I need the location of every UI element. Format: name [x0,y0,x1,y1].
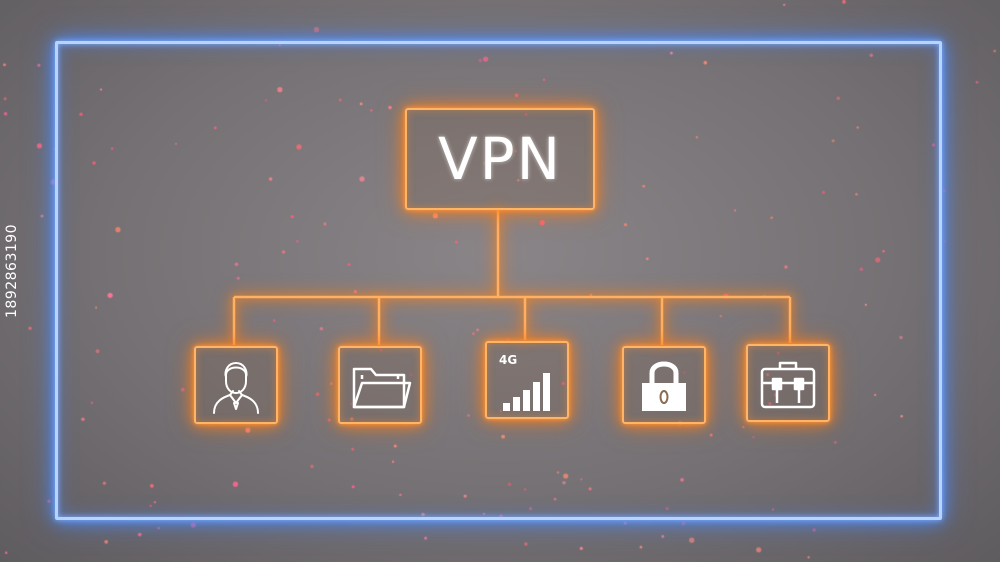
padlock-icon [642,361,686,411]
user-icon [213,362,259,414]
node-user [194,346,278,424]
vpn-root-node: VPN [405,108,595,210]
vpn-label: VPN [437,125,563,193]
node-folder [338,346,422,424]
neon-frame [55,41,942,520]
folder-icon [352,367,412,409]
network-4g-label: 4G [499,353,518,367]
stock-id-watermark: 1892863190 [4,223,20,318]
node-briefcase [746,344,830,422]
node-signal: 4G [485,341,569,419]
briefcase-icon [760,361,816,409]
node-padlock [622,346,706,424]
signal-icon [503,373,550,411]
